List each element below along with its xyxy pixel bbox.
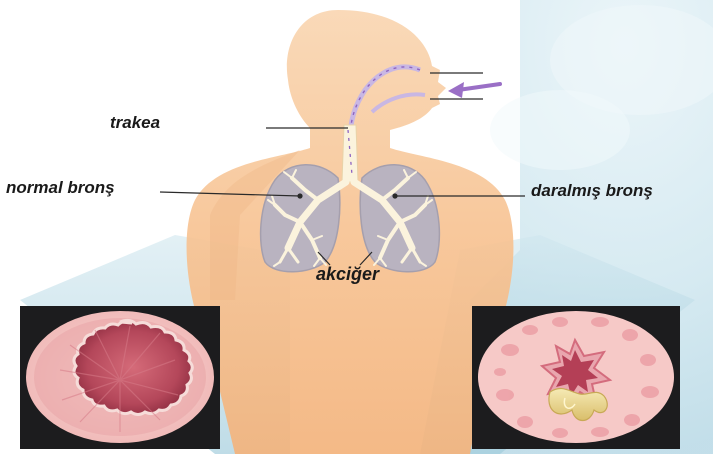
trachea-tube: [342, 125, 358, 182]
narrowed-bronchus-cross-section: [472, 306, 680, 449]
normal-bronchus-cross-section: [20, 306, 220, 449]
normal-bronchus-label: normal bronş: [6, 178, 115, 198]
lung-label: akciğer: [316, 264, 379, 285]
trachea-label: trakea: [110, 113, 160, 133]
narrowed-bronchus-label: daralmış bronş: [531, 181, 653, 201]
